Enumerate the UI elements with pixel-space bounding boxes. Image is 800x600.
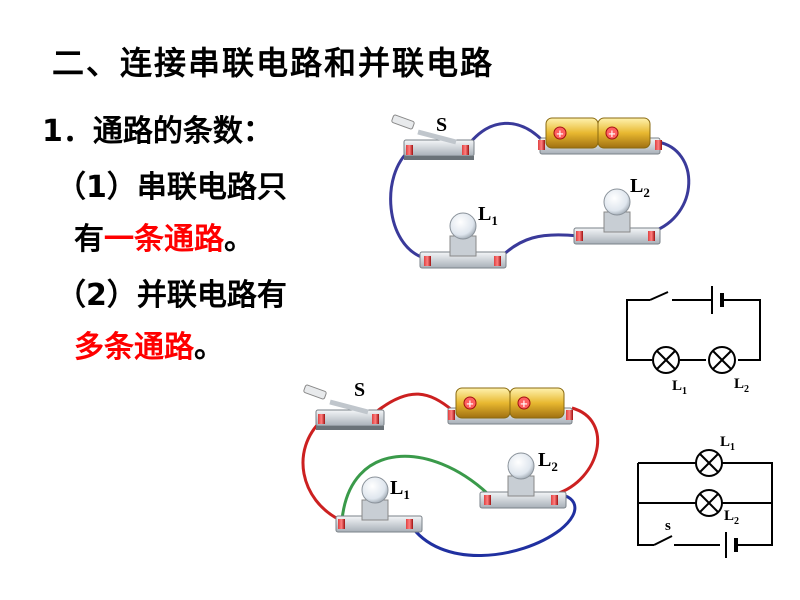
battery-plus-icon-glyph: + xyxy=(608,129,616,140)
series-wire-right xyxy=(651,140,691,234)
lightbulb-icon xyxy=(361,476,389,504)
parallel-lamp-2-terminal xyxy=(484,495,491,505)
lamp-symbol-icon xyxy=(712,350,732,370)
series-switch-base-edge xyxy=(404,156,474,160)
series-schematic-lamp-2-label: L2 xyxy=(734,376,749,395)
parallel-wire-right xyxy=(555,406,600,496)
parallel-battery-terminal xyxy=(448,410,455,420)
parallel-battery-terminal xyxy=(566,410,573,420)
parallel-switch-terminal xyxy=(372,414,379,424)
lamp-symbol-icon xyxy=(708,346,736,374)
heading: 二、连接串联电路和并联电路 xyxy=(52,44,495,82)
parallel-schematic-lamp-1-label: L1 xyxy=(720,434,735,453)
item-2-highlight: 多条通路 xyxy=(74,330,194,365)
series-lamp-2-terminal xyxy=(576,231,583,241)
series-battery-cell-2 xyxy=(597,117,651,149)
parallel-wire-blue xyxy=(408,492,577,557)
series-circuit-photo: S + + L1 L2 xyxy=(389,114,691,269)
parallel-switch-terminal xyxy=(318,414,325,424)
parallel-circuit-photo: S + + L1 L2 xyxy=(301,379,600,557)
point-1-label: 1．通路的条数： xyxy=(42,114,273,149)
series-schematic-lamp-1-label: L1 xyxy=(672,378,687,397)
parallel-schematic-wire xyxy=(637,463,654,546)
lightbulb-icon xyxy=(449,212,477,240)
item-1-line: 有一条通路。 xyxy=(74,214,254,258)
item-1-prefix: （1）串联电路只 xyxy=(56,170,287,205)
parallel-schematic-lamp-2-label: L2 xyxy=(724,508,739,527)
battery-plus-icon-glyph: + xyxy=(556,129,564,140)
lamp-symbol-icon xyxy=(699,453,719,473)
parallel-wire-top xyxy=(375,392,453,414)
parallel-lamp-2-terminal xyxy=(551,495,558,505)
parallel-schematic xyxy=(637,449,773,558)
series-switch-handle xyxy=(391,114,415,130)
series-schematic-wire xyxy=(626,299,652,361)
parallel-switch-base-edge xyxy=(316,426,384,430)
parallel-wire-green xyxy=(340,454,490,521)
series-lamp-1-terminal xyxy=(424,256,431,266)
series-lamp-2-label: L2 xyxy=(630,175,650,200)
lamp-symbol-icon xyxy=(695,489,723,517)
lamp-symbol-icon xyxy=(652,346,680,374)
parallel-wire-left xyxy=(301,418,341,522)
parallel-schematic-switch xyxy=(653,535,673,546)
item-1-pre: 有 xyxy=(74,222,104,257)
battery-plus-icon-glyph: + xyxy=(466,399,474,410)
series-wire-left xyxy=(389,148,425,260)
lamp-symbol-icon xyxy=(656,350,676,370)
series-schematic-wire xyxy=(728,299,761,361)
lamp-symbol-icon xyxy=(699,493,719,513)
lamp-symbol-icon xyxy=(695,449,723,477)
parallel-switch-blade xyxy=(329,399,369,415)
series-wire-middle xyxy=(498,233,579,260)
item-1-post: 。 xyxy=(224,222,254,257)
series-switch-blade xyxy=(417,129,457,145)
parallel-schematic-switch-label: s xyxy=(665,518,671,534)
item-2-prefix: （2）并联电路有 xyxy=(56,278,287,313)
item-1-highlight: 一条通路 xyxy=(104,222,224,257)
battery-plus-icon xyxy=(553,126,567,140)
item-2-post: 。 xyxy=(194,330,224,365)
series-lamp-2-terminal xyxy=(648,231,655,241)
series-switch-terminal xyxy=(462,145,469,155)
parallel-lamp-1-terminal xyxy=(338,519,345,529)
battery-plus-icon xyxy=(463,396,477,410)
series-lamp-1-label: L1 xyxy=(478,203,498,228)
parallel-switch-label: S xyxy=(354,379,365,401)
series-switch-terminal xyxy=(406,145,413,155)
battery-plus-icon-glyph: + xyxy=(520,399,528,410)
series-schematic xyxy=(626,286,761,374)
series-battery-terminal xyxy=(538,140,545,150)
parallel-lamp-1-label: L1 xyxy=(390,477,410,502)
series-battery-terminal xyxy=(655,140,662,150)
parallel-lamp-2-label: L2 xyxy=(538,449,558,474)
series-wire-top xyxy=(464,121,544,149)
battery-plus-icon xyxy=(517,396,531,410)
parallel-lamp-1-terminal xyxy=(406,519,413,529)
lightbulb-icon xyxy=(603,188,631,216)
series-switch-label: S xyxy=(436,114,447,136)
battery-plus-icon xyxy=(605,126,619,140)
parallel-battery-cell-2 xyxy=(509,387,565,419)
parallel-switch-handle xyxy=(303,384,327,400)
series-schematic-switch xyxy=(649,291,669,301)
series-lamp-1-terminal xyxy=(494,256,501,266)
item-2-line: 多条通路。 xyxy=(74,322,224,366)
lightbulb-icon xyxy=(507,452,535,480)
